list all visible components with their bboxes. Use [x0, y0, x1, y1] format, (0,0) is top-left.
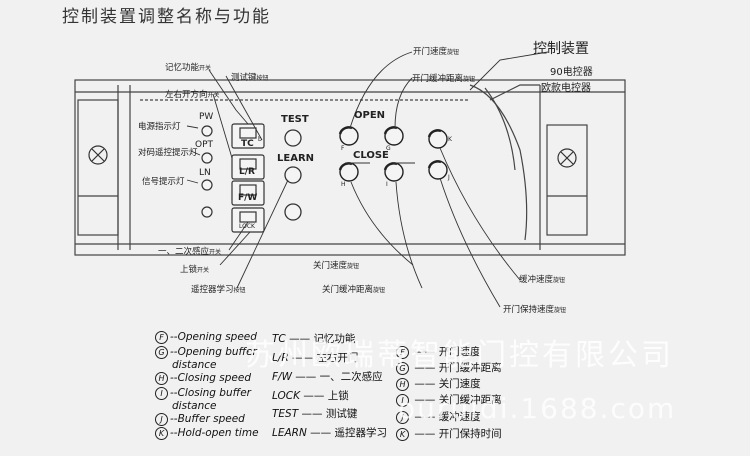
- callout-power-led: 电源指示灯: [138, 122, 181, 132]
- legend-left-3: H--Closing speed: [155, 372, 251, 385]
- learn-button-label: LEARN: [277, 153, 315, 164]
- callout-sensor: 一、二次感应开关: [158, 247, 222, 257]
- legend-right-3: I —— 关门缓冲距离: [396, 392, 502, 407]
- device-sub2: 欧款电控器: [541, 83, 591, 94]
- right-screw: [557, 148, 577, 168]
- legend-right-1: G —— 开门缓冲距离: [396, 360, 502, 375]
- callout-signal-led: 信号提示灯: [142, 177, 185, 187]
- switch-tc-label: TC: [241, 139, 254, 149]
- callout-buffer-speed: 缓冲速度旋钮: [519, 275, 566, 285]
- legend-left-5: distance: [172, 400, 217, 412]
- led-opt-label: OPT: [195, 140, 214, 150]
- left-screw: [88, 145, 108, 165]
- device-sub1: 90电控器: [550, 67, 593, 78]
- led-4: [201, 206, 213, 218]
- test-button-label: TEST: [281, 114, 309, 125]
- switch-lock-label: LOCK: [239, 223, 255, 230]
- legend-symbol: I: [396, 394, 409, 407]
- legend-symbol: G: [396, 362, 409, 375]
- knob-g-label: G: [386, 145, 391, 152]
- housing-outline: [74, 79, 626, 256]
- callout-lr-dir: 左右开方向开关: [165, 90, 220, 100]
- legend-mid-4: TEST —— 测试键: [272, 408, 358, 420]
- callout-hold-time: 开门保持速度旋钮: [503, 305, 567, 315]
- legend-symbol: K: [155, 427, 168, 440]
- callout-lock: 上锁开关: [180, 265, 210, 275]
- legend-symbol: F: [155, 331, 168, 344]
- knob-k-label: K: [448, 136, 452, 143]
- legend-symbol: H: [396, 378, 409, 391]
- extra-button-shape: [284, 203, 302, 221]
- legend-symbol: F: [396, 346, 409, 359]
- legend-mid-2: F/W —— 一、二次感应: [272, 371, 383, 383]
- led-ln-label: LN: [199, 168, 211, 178]
- legend-symbol: G: [155, 346, 168, 359]
- left-bracket: [77, 99, 119, 236]
- legend-symbol: J: [396, 411, 409, 424]
- legend-left-1: G--Opening buffer: [155, 346, 257, 359]
- legend-mid-0: TC —— 记忆功能: [272, 333, 356, 345]
- callout-open-speed: 开门速度旋钮: [413, 47, 460, 57]
- callout-remote-learn: 遥控器学习按钮: [191, 285, 246, 295]
- right-bracket: [546, 124, 588, 236]
- led-pw-label: PW: [199, 112, 214, 122]
- legend-right-4: J —— 缓冲速度: [396, 409, 481, 424]
- callout-close-buffer: 关门缓冲距离旋钮: [322, 285, 386, 295]
- callout-test-key: 测试键按钮: [231, 73, 269, 83]
- knob-j-label: J: [448, 174, 450, 181]
- switch-lr-label: L/R: [239, 167, 255, 177]
- watermark-company: 苏州欧瑞蒂智能门控有限公司: [245, 338, 674, 373]
- legend-left-4: I--Closing buffer: [155, 387, 251, 400]
- legend-mid-1: L/R —— 左右开门: [272, 352, 359, 364]
- learn-button-shape: [284, 166, 302, 184]
- callout-memory: 记忆功能开关: [165, 63, 212, 73]
- led-pw: [201, 125, 213, 137]
- knob-h-label: H: [341, 181, 346, 188]
- legend-symbol: H: [155, 372, 168, 385]
- legend-symbol: K: [396, 428, 409, 441]
- led-opt: [201, 152, 213, 164]
- legend-mid-3: LOCK —— 上锁: [272, 390, 349, 402]
- legend-mid-5: LEARN —— 遥控器学习: [272, 427, 388, 439]
- test-button-shape: [284, 129, 302, 147]
- legend-right-2: H —— 关门速度: [396, 376, 481, 391]
- legend-left-0: F--Opening speed: [155, 331, 257, 344]
- switch-b-label: b: [258, 136, 262, 143]
- knob-i-label: I: [386, 181, 388, 188]
- callout-close-speed: 关门速度旋钮: [313, 261, 360, 271]
- legend-left-7: K--Hold-open time: [155, 427, 259, 440]
- legend-symbol: J: [155, 413, 168, 426]
- callout-remote-led: 对码遥控提示灯: [138, 148, 198, 158]
- watermark-url: ouruidi.1688.com: [398, 392, 677, 425]
- led-ln: [201, 179, 213, 191]
- legend-left-6: J--Buffer speed: [155, 413, 245, 426]
- callout-open-buffer: 开门缓冲距离旋钮: [412, 74, 476, 84]
- device-name: 控制装置: [533, 41, 589, 57]
- legend-right-0: F —— 开门速度: [396, 344, 481, 359]
- legend-right-5: K —— 开门保持时间: [396, 426, 502, 441]
- switch-fw-label: F/W: [238, 193, 258, 203]
- close-label: CLOSE: [353, 150, 389, 161]
- legend-symbol: I: [155, 387, 168, 400]
- page-title: 控制装置调整名称与功能: [62, 7, 271, 27]
- open-label: OPEN: [354, 110, 386, 121]
- knob-f-label: F: [341, 145, 345, 152]
- legend-left-2: distance: [172, 359, 217, 371]
